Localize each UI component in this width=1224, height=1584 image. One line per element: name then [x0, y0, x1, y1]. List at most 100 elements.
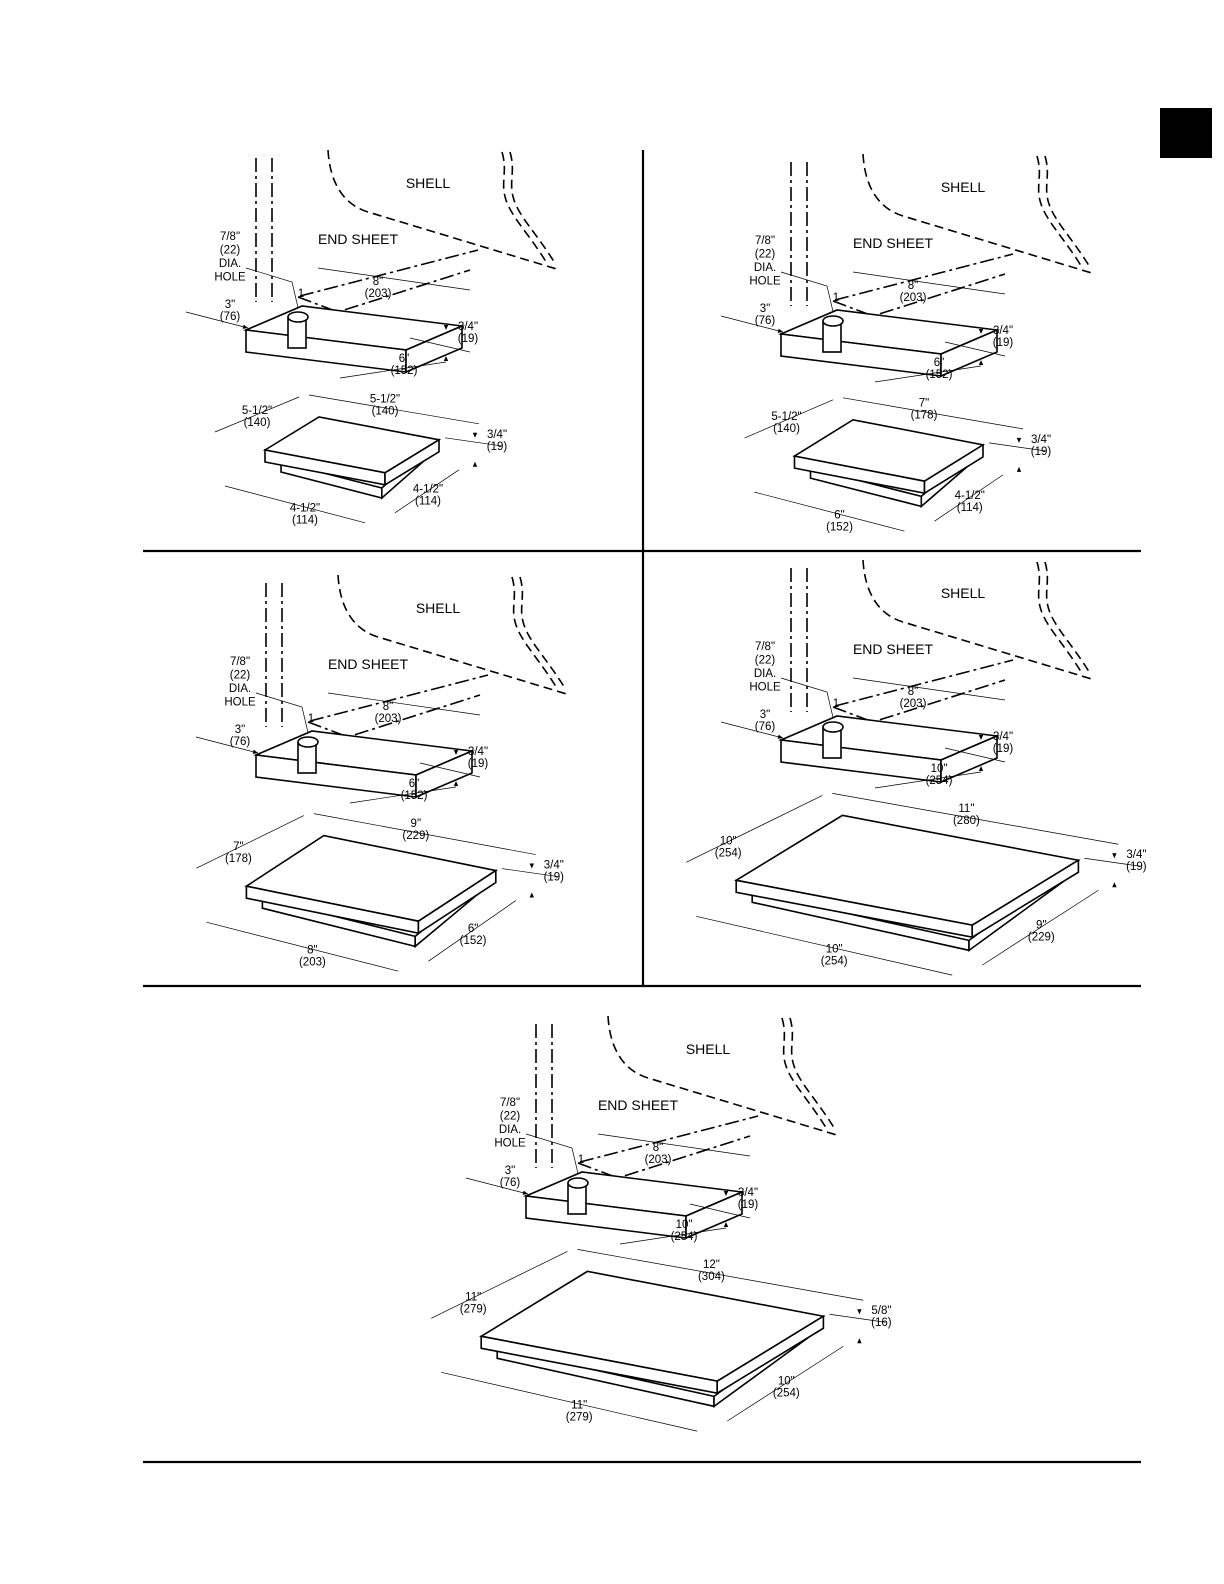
hole-label-line: (22)	[500, 1111, 521, 1123]
dimension-arrowhead	[522, 1190, 528, 1195]
hole-label-line: HOLE	[224, 697, 256, 709]
end-sheet-label: END SHEET	[318, 231, 399, 247]
leader-number: 1	[308, 713, 314, 725]
thickness-dim-line	[689, 1203, 751, 1219]
hole-label-line: (22)	[220, 245, 241, 257]
dimension-arrowhead	[978, 735, 984, 740]
shell-break-line	[511, 576, 559, 691]
top-pad-offset-metric: (76)	[220, 311, 241, 323]
hole-ellipse	[822, 315, 844, 327]
top-pad-depth-value: 10"	[676, 1219, 693, 1231]
top-pad-thickness-metric: (19)	[468, 758, 489, 770]
top-pad-offset-value: 3"	[760, 303, 770, 315]
top-pad-side-face	[415, 749, 473, 799]
top-pad-width-metric: (203)	[900, 292, 927, 304]
shell-break-line	[1044, 155, 1092, 270]
base-pad-front-right-metric: (114)	[415, 495, 441, 507]
base-thickness-dim-line	[988, 442, 1046, 452]
offset-dim-line	[720, 315, 784, 333]
shell-label: SHELL	[416, 600, 461, 616]
depth-dim-line	[349, 786, 457, 804]
base-pad-front-left-value: 11"	[571, 1400, 587, 1412]
base-back-right-dim-line	[577, 1249, 864, 1301]
depth-dim-line	[874, 771, 982, 789]
thickness-dim-line	[944, 747, 1006, 763]
top-pad-offset-metric: (76)	[755, 315, 776, 327]
base-pad-back-left-metric: (140)	[244, 417, 271, 429]
end-sheet-label: END SHEET	[853, 641, 934, 657]
base-thickness-dim-line	[829, 1313, 886, 1323]
top-pad-thickness-metric: (19)	[458, 333, 479, 345]
leader-number: 1	[298, 288, 304, 300]
top-pad-depth-value: 6"	[934, 357, 944, 369]
base-pad-thickness-value: 3/4"	[544, 860, 564, 872]
hole-label-line: DIA.	[499, 1124, 521, 1136]
hole-label-line: 7/8"	[500, 1097, 520, 1109]
hole-label-line: HOLE	[494, 1138, 526, 1150]
top-pad-side-face	[405, 324, 463, 374]
top-pad-depth-metric: (254)	[671, 1231, 698, 1243]
end-sheet-line	[834, 253, 1014, 301]
base-pad-front-right-metric: (254)	[773, 1388, 800, 1400]
base-front-right-dim-line	[727, 1345, 844, 1422]
shell-outline	[327, 149, 561, 271]
dimension-arrowhead	[443, 325, 449, 330]
end-sheet-label: END SHEET	[598, 1097, 679, 1113]
base-pad-back-right-value: 12"	[703, 1259, 720, 1271]
offset-dim-line	[195, 736, 259, 754]
hole-label-line: 7/8"	[230, 656, 250, 668]
top-pad-width-value: 8"	[908, 280, 918, 292]
hole-label-line: (22)	[755, 249, 776, 261]
shell-outline	[862, 559, 1096, 681]
top-pad-thickness-value: 3/4"	[458, 321, 478, 333]
width-dim-line	[597, 1133, 751, 1157]
base-pad-thickness-value: 3/4"	[1031, 434, 1051, 446]
base-pad-back-right-metric: (140)	[372, 405, 399, 417]
dimension-arrowhead	[1112, 882, 1117, 888]
shell-break-line	[1044, 561, 1092, 676]
base-pad-back-right-value: 11"	[958, 803, 974, 815]
base-pad-front-left-value: 10"	[826, 944, 843, 956]
hole-leader-line	[255, 692, 311, 742]
end-sheet-line	[579, 1115, 759, 1163]
hole-label-line: (22)	[230, 670, 251, 682]
thickness-dim-line	[419, 762, 481, 778]
base-pad-back-left-metric: (279)	[460, 1303, 487, 1315]
base-pad-side-face	[971, 858, 1080, 939]
leader-number: 1	[833, 292, 839, 304]
end-sheet-edge	[832, 273, 1006, 317]
top-pad-width-metric: (203)	[645, 1154, 672, 1166]
hole-leader-line	[780, 677, 836, 727]
hole-label-line: 7/8"	[755, 641, 775, 653]
base-pad-thickness-metric: (19)	[1031, 446, 1052, 458]
base-pad-thickness-value: 3/4"	[1126, 849, 1146, 861]
base-pad-thickness-value: 5/8"	[871, 1305, 891, 1317]
base-pad-front-right-value: 9"	[1036, 920, 1046, 932]
base-pad-back-left-value: 11"	[465, 1291, 481, 1303]
width-dim-line	[327, 692, 481, 716]
dimension-arrowhead	[472, 432, 478, 438]
dimension-arrowhead	[443, 356, 449, 361]
top-pad-offset-value: 3"	[225, 299, 235, 311]
base-front-right-dim-line	[982, 889, 1099, 966]
base-pad-front-left-value: 4-1/2"	[290, 502, 320, 514]
dimension-arrowhead	[453, 750, 459, 755]
shell-break-line	[519, 576, 567, 691]
base-front-left-dim-line	[206, 921, 399, 972]
depth-dim-line	[874, 365, 982, 383]
base-back-right-dim-line	[308, 394, 480, 425]
base-back-left-dim-line	[686, 795, 823, 863]
top-pad-depth-metric: (152)	[391, 365, 418, 377]
base-pad-back-left-value: 7"	[233, 841, 243, 853]
dimension-arrowhead	[978, 360, 984, 365]
hole-label-line: DIA.	[754, 262, 776, 274]
base-pad-back-left-metric: (254)	[715, 847, 742, 859]
base-pad-front-right-value: 4-1/2"	[413, 483, 443, 495]
hole-label-line: DIA.	[229, 683, 251, 695]
dimension-arrowhead	[723, 1222, 729, 1227]
top-pad-offset-value: 3"	[760, 709, 770, 721]
dimension-arrowhead	[1016, 466, 1022, 472]
base-pad-back-right-metric: (229)	[402, 830, 429, 842]
dimension-arrowhead	[857, 1309, 862, 1315]
top-pad-thickness-value: 3/4"	[738, 1187, 758, 1199]
